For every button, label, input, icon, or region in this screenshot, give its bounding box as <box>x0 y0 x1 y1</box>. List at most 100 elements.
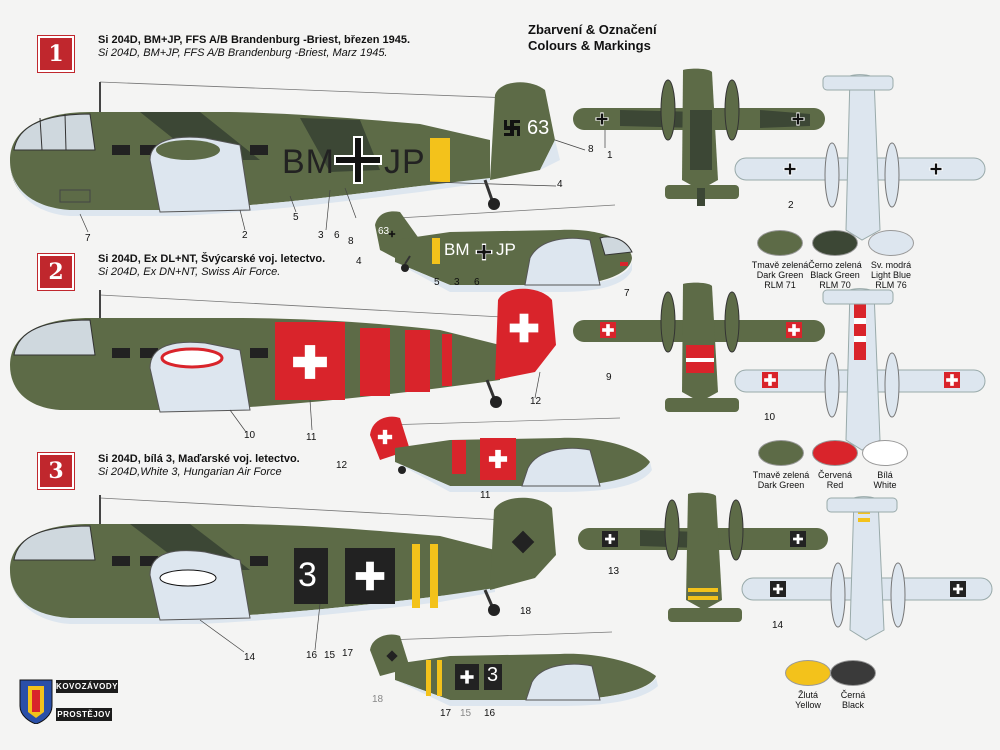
logo-line1: KOVOZÁVODY <box>56 680 118 693</box>
swatch-ref: RLM 76 <box>875 280 907 290</box>
palette-swatch: Tmavě zelená Dark Green <box>746 440 816 490</box>
s1-top-view <box>573 68 825 206</box>
s1-bottom-view <box>734 74 986 241</box>
scheme-3-title: Si 204D, bílá 3, Maďarské voj. letectvo. <box>98 453 300 465</box>
color-chip <box>785 660 831 686</box>
callout: 14 <box>244 652 256 663</box>
callout: 8 <box>348 236 354 247</box>
palette-swatch: Tmavě zelená Dark Green RLM 71 <box>745 230 815 290</box>
color-chip <box>830 660 876 686</box>
palette-swatch: Sv. modrá Light Blue RLM 76 <box>856 230 926 290</box>
callout: 16 <box>484 708 496 719</box>
swatch-en: Dark Green <box>757 480 805 490</box>
swatch-cz: Tmavě zelená <box>752 470 810 480</box>
color-chip <box>758 440 804 466</box>
scheme-2-badge: 2 <box>37 253 75 291</box>
leader-lines <box>79 139 586 653</box>
scheme-3-badge: 3 <box>37 452 75 490</box>
scheme-1-subtitle: Si 204D, BM+JP, FFS A/B Brandenburg -Bri… <box>98 47 388 59</box>
callout: 7 <box>85 233 91 244</box>
swatch-cz: Tmavě zelená <box>751 260 809 270</box>
s1-large-side-view <box>10 81 560 216</box>
logo-line2: PROSTĚJOV <box>56 708 112 721</box>
callout: 10 <box>244 430 256 441</box>
swatch-ref: RLM 70 <box>819 280 851 290</box>
s3-large-side-view <box>10 495 556 624</box>
s3-small-fuselage-number: 3 <box>487 664 499 686</box>
s3-small-side-view <box>370 631 658 706</box>
callout: 11 <box>306 432 317 443</box>
s1-code-left: BM <box>282 143 335 181</box>
swatch-en: Yellow <box>795 700 821 710</box>
callout: 3 <box>318 230 324 241</box>
s1-small-tail-number: 63 <box>378 226 390 237</box>
swatch-en: Red <box>826 480 844 490</box>
callout: 18 <box>520 606 532 617</box>
palette-swatch: Černá Black <box>818 660 888 710</box>
scheme-2-subtitle: Si 204D, Ex DN+NT, Swiss Air Force. <box>98 266 281 278</box>
callout: 15 <box>460 708 472 719</box>
swatch-en: Light Blue <box>870 270 912 280</box>
scheme-2-title: Si 204D, Ex DL+NT, Švýcarské voj. letect… <box>98 253 326 265</box>
color-chip <box>812 230 858 256</box>
callout: 3 <box>454 277 460 288</box>
header-title-en: Colours & Markings <box>528 38 651 53</box>
callout: 5 <box>434 277 440 288</box>
s2-large-side-view <box>10 288 556 413</box>
s1-small-code-left: BM <box>444 240 470 259</box>
callout: 8 <box>588 144 594 155</box>
callout: 7 <box>624 288 630 299</box>
callout: 16 <box>306 650 318 661</box>
callout: 12 <box>336 460 348 471</box>
swatch-en: Black Green <box>810 270 860 280</box>
s2-small-side-view <box>370 416 652 492</box>
color-chip <box>862 440 908 466</box>
scheme-1-badge: 1 <box>37 35 75 73</box>
callout: 15 <box>324 650 336 661</box>
scheme-1-title: Si 204D, BM+JP, FFS A/B Brandenburg -Bri… <box>98 34 411 46</box>
callout: 1 <box>607 150 613 161</box>
callout: 10 <box>764 412 776 423</box>
callout: 2 <box>788 200 794 211</box>
swatch-cz: Černo zelená <box>808 260 862 270</box>
callout: 13 <box>608 566 620 577</box>
crest-icon <box>19 679 53 724</box>
swatch-ref: RLM 71 <box>764 280 796 290</box>
swatch-cz: Sv. modrá <box>870 260 912 270</box>
s1-tail-number: 63 <box>527 117 550 139</box>
header-title-cz: Zbarvení & Označení <box>528 22 657 37</box>
swatch-en: Black <box>841 700 864 710</box>
palette-swatch: Bílá White <box>850 440 920 490</box>
callout: 5 <box>293 212 299 223</box>
callout: 17 <box>342 648 354 659</box>
callout: 6 <box>334 230 340 241</box>
callout: 6 <box>474 277 480 288</box>
palette-swatch: Černo zelená Black Green RLM 70 <box>800 230 870 290</box>
s3-top-view <box>578 492 828 622</box>
palette-swatch: Červená Red <box>800 440 870 490</box>
callout: 9 <box>606 372 612 383</box>
callout: 4 <box>557 179 563 190</box>
callout: 18 <box>372 694 384 705</box>
swatch-en: White <box>873 480 897 490</box>
swatch-cz: Červená <box>817 470 853 480</box>
color-chip <box>812 440 858 466</box>
s2-bottom-view <box>734 288 986 451</box>
s3-fuselage-number: 3 <box>298 556 317 594</box>
s3-bottom-view <box>741 496 993 641</box>
s1-small-code-right: JP <box>496 240 516 259</box>
swatch-cz: Černá <box>840 690 866 700</box>
callout: 4 <box>356 256 362 267</box>
swatch-en: Dark Green <box>756 270 804 280</box>
kovozavody-logo: KOVOZÁVODY PROSTĚJOV <box>18 678 118 724</box>
s2-top-view <box>573 282 825 412</box>
color-chip <box>757 230 803 256</box>
callout: 12 <box>530 396 542 407</box>
callout: 11 <box>480 490 491 501</box>
scheme-3-subtitle: Si 204D,White 3, Hungarian Air Force <box>98 466 282 478</box>
callout: 17 <box>440 708 452 719</box>
swatch-cz: Bílá <box>877 470 893 480</box>
s1-small-side-view <box>375 204 633 292</box>
palette-swatch: Žlutá Yellow <box>773 660 843 710</box>
